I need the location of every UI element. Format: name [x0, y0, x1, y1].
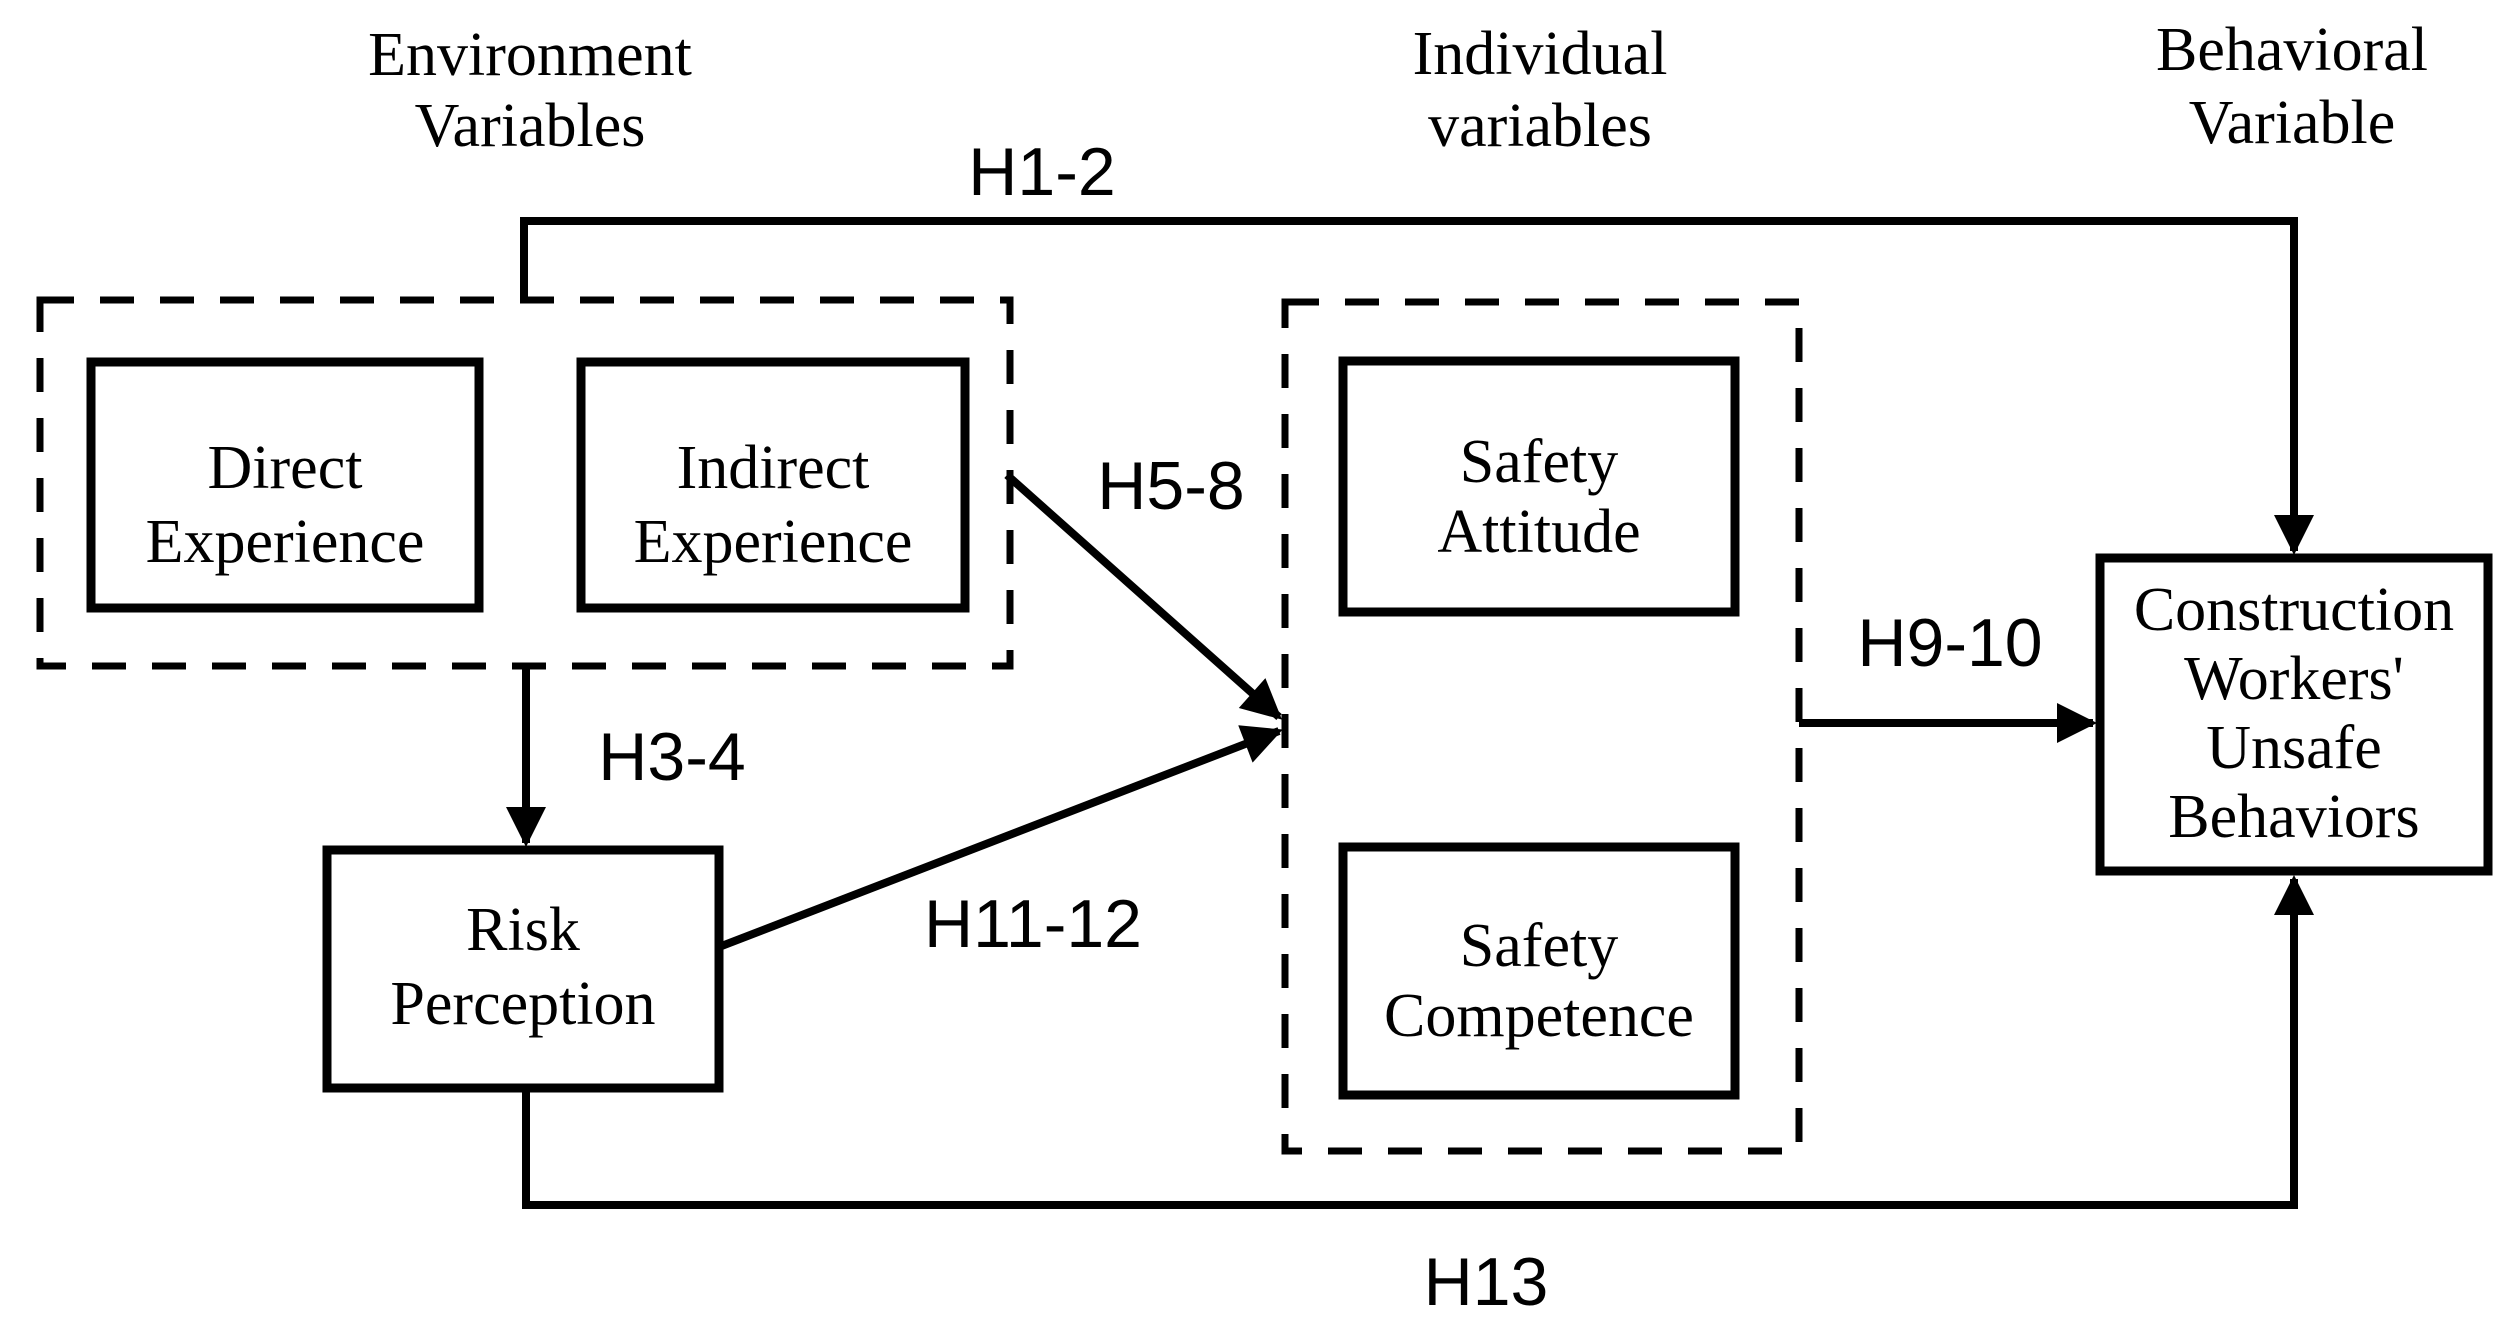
- unsafe-behaviors-box: Construction Workers' Unsafe Behaviors: [2095, 553, 2493, 876]
- h1-2-label: H1-2: [968, 134, 1115, 210]
- risk-perception-box-border: [322, 845, 724, 1093]
- h3-4-label: H3-4: [598, 719, 745, 795]
- safety-attitude-label-line2: Attitude: [1437, 498, 1640, 566]
- risk-perception-box: Risk Perception: [322, 845, 724, 1093]
- unsafe-behaviors-label-line4: Behaviors: [2168, 783, 2419, 851]
- h13-label: H13: [1424, 1244, 1549, 1320]
- indirect-experience-label-line1: Indirect: [677, 434, 870, 502]
- h13-arrow: [522, 875, 2314, 1209]
- behavioral-variable-header-line2: Variable: [2189, 89, 2396, 157]
- unsafe-behaviors-label-line1: Construction: [2134, 576, 2454, 644]
- h1-2-arrow: [520, 217, 2314, 555]
- individual-variables-header-line2: variables: [1428, 92, 1652, 160]
- unsafe-behaviors-box-border: [2095, 553, 2493, 876]
- hypothesis-labels: H1-2 H3-4 H5-8 H9-10 H11-12 H13: [598, 134, 2042, 1320]
- risk-perception-label-line2: Perception: [390, 970, 655, 1038]
- environment-variables-header-line2: Variables: [415, 92, 646, 160]
- h9-10-label: H9-10: [1857, 605, 2042, 681]
- indirect-experience-label-line2: Experience: [634, 508, 913, 576]
- direct-experience-label-line1: Direct: [208, 434, 363, 502]
- individual-variables-header-line1: Individual: [1413, 20, 1668, 88]
- h11-12-arrow: [717, 725, 1283, 951]
- behavioral-variable-header-line1: Behavioral: [2156, 16, 2428, 84]
- safety-competence-box-border: [1338, 842, 1740, 1100]
- risk-perception-label-line1: Risk: [466, 896, 580, 964]
- safety-competence-box: Safety Competence: [1338, 842, 1740, 1100]
- h11-12-label: H11-12: [924, 886, 1142, 962]
- safety-attitude-box: Safety Attitude: [1338, 356, 1740, 617]
- indirect-experience-box-border: [576, 357, 970, 613]
- h5-8-arrow: [1004, 472, 1282, 720]
- direct-experience-label-line2: Experience: [146, 508, 425, 576]
- direct-experience-box: Direct Experience: [86, 357, 484, 613]
- column-headers: Environment Variables Individual variabl…: [368, 16, 2428, 160]
- safety-attitude-box-border: [1338, 356, 1740, 617]
- safety-competence-label-line2: Competence: [1384, 982, 1694, 1050]
- unsafe-behaviors-label-line3: Unsafe: [2206, 714, 2382, 782]
- direct-experience-box-border: [86, 357, 484, 613]
- safety-attitude-label-line1: Safety: [1460, 428, 1618, 496]
- environment-variables-header-line1: Environment: [368, 21, 692, 89]
- indirect-experience-box: Indirect Experience: [576, 357, 970, 613]
- unsafe-behaviors-label-line2: Workers': [2184, 645, 2404, 713]
- individual-group-dashed-box: [1281, 298, 1803, 1155]
- safety-competence-label-line1: Safety: [1460, 912, 1618, 980]
- h5-8-label: H5-8: [1097, 448, 1244, 524]
